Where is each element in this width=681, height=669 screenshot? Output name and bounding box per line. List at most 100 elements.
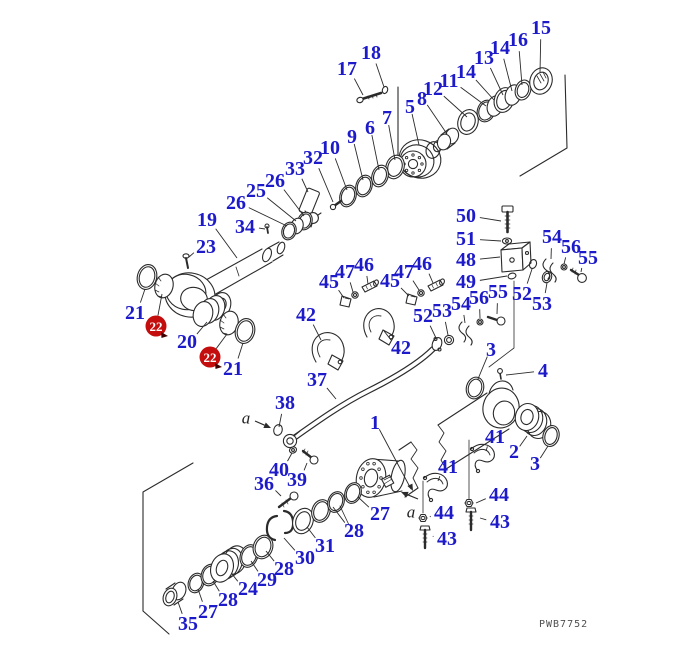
part-label-44: 44 — [489, 484, 509, 506]
piston-end — [355, 458, 406, 498]
leader-25-18 — [266, 197, 297, 222]
plug-49 — [507, 272, 517, 280]
bushing-20 — [192, 292, 232, 327]
leader-12-4 — [443, 95, 468, 118]
leader-10-14 — [334, 158, 348, 191]
leader-46-32 — [428, 273, 434, 284]
elbow-fitting — [282, 430, 301, 449]
part-label-20: 20 — [177, 331, 197, 353]
part-label-34: 34 — [235, 216, 255, 238]
part-label-30: 30 — [295, 547, 315, 569]
part-label-45: 45 — [380, 270, 400, 292]
part-label-43: 43 — [490, 511, 510, 533]
leader-11-5 — [460, 86, 487, 107]
bolt-50 — [501, 205, 514, 234]
leader-4-54 — [505, 371, 535, 376]
watermark: PWB7752 — [539, 619, 588, 630]
leader-47-31 — [412, 280, 420, 291]
badge-notch-1 — [215, 363, 222, 369]
bolt-36 — [277, 491, 299, 509]
leader-41-56 — [485, 446, 488, 452]
leader-14-6 — [475, 79, 495, 101]
leader-14-8 — [503, 58, 513, 92]
bolt-46-right — [427, 278, 445, 292]
ring-26-lower — [281, 221, 297, 241]
part-label-31: 31 — [315, 535, 335, 557]
ring-27-left — [187, 572, 205, 594]
part-label-56: 56 — [561, 236, 581, 258]
pipe-37 — [291, 346, 436, 441]
part-label-2: 2 — [509, 441, 519, 463]
part-label-37: 37 — [307, 369, 327, 391]
leader-34-21 — [258, 227, 266, 230]
section-frame-bottom-left — [142, 462, 194, 635]
part-label-36: 36 — [254, 473, 274, 495]
bushing-8 — [436, 127, 460, 151]
leader-6-12 — [371, 134, 380, 171]
bolt-43-left — [419, 525, 431, 550]
badge-label-22: 22 — [150, 319, 163, 334]
leader-42-33 — [383, 330, 392, 341]
retainer-halves-30 — [265, 509, 295, 542]
badge-leader-0 — [157, 293, 163, 316]
part-label-23: 23 — [196, 236, 216, 258]
part-label-47: 47 — [335, 261, 355, 283]
leader-33-16 — [301, 178, 309, 193]
part-label-54: 54 — [542, 226, 562, 248]
leader-48-41 — [479, 256, 501, 260]
bushing-35 — [162, 581, 187, 607]
leader-3-53 — [477, 356, 488, 380]
part-label-4: 4 — [538, 360, 548, 382]
leader-29-69 — [250, 560, 259, 572]
leader-7-11 — [388, 124, 396, 161]
part-label-56: 56 — [469, 287, 489, 309]
part-label-42: 42 — [391, 337, 411, 359]
red-badge-1 — [199, 346, 221, 368]
ring-27-right — [344, 482, 362, 504]
part-label-38: 38 — [275, 392, 295, 414]
ring-31 — [292, 507, 314, 535]
leader-45-27 — [338, 289, 345, 299]
part-label-21: 21 — [223, 358, 243, 380]
part-label-15: 15 — [531, 17, 551, 39]
clip-45-left — [339, 295, 352, 308]
part-label-26: 26 — [226, 192, 246, 214]
part-label-25: 25 — [246, 180, 266, 202]
part-label-52: 52 — [413, 305, 433, 327]
nut-44-left — [418, 513, 428, 523]
part-label-40: 40 — [269, 459, 289, 481]
leader-20-24 — [196, 321, 208, 335]
washer-56-mid — [476, 318, 484, 326]
part-label-24: 24 — [238, 578, 258, 600]
clamp-42-right — [363, 308, 395, 346]
leader-47-28 — [349, 282, 354, 293]
leader-52-51 — [526, 268, 533, 284]
leader-16-9 — [518, 51, 523, 86]
part-label-46: 46 — [354, 254, 374, 276]
seal-ring-22-right — [219, 310, 239, 336]
bolt-43-right — [465, 507, 477, 532]
leader-53-47 — [444, 321, 449, 336]
part-label-42: 42 — [296, 304, 316, 326]
leader-27-64 — [357, 496, 370, 508]
leader-27-72 — [197, 588, 203, 602]
leader-43-61 — [479, 517, 487, 521]
part-label-51: 51 — [456, 228, 476, 250]
leader-28-68 — [265, 550, 275, 562]
leader-13-7 — [489, 67, 504, 96]
ref-letter-a-0: a — [242, 409, 251, 428]
washer-18 — [381, 85, 389, 95]
part-label-12: 12 — [423, 78, 443, 100]
leader-42-26 — [312, 324, 322, 341]
part-label-41: 41 — [438, 456, 458, 478]
leader-19-20 — [215, 228, 238, 259]
leader-21-23 — [139, 288, 146, 303]
clamp-54-top — [542, 258, 557, 283]
part-label-3: 3 — [486, 339, 496, 361]
part-label-49: 49 — [456, 271, 476, 293]
leader-50-39 — [479, 217, 502, 222]
ring-16 — [514, 79, 532, 101]
